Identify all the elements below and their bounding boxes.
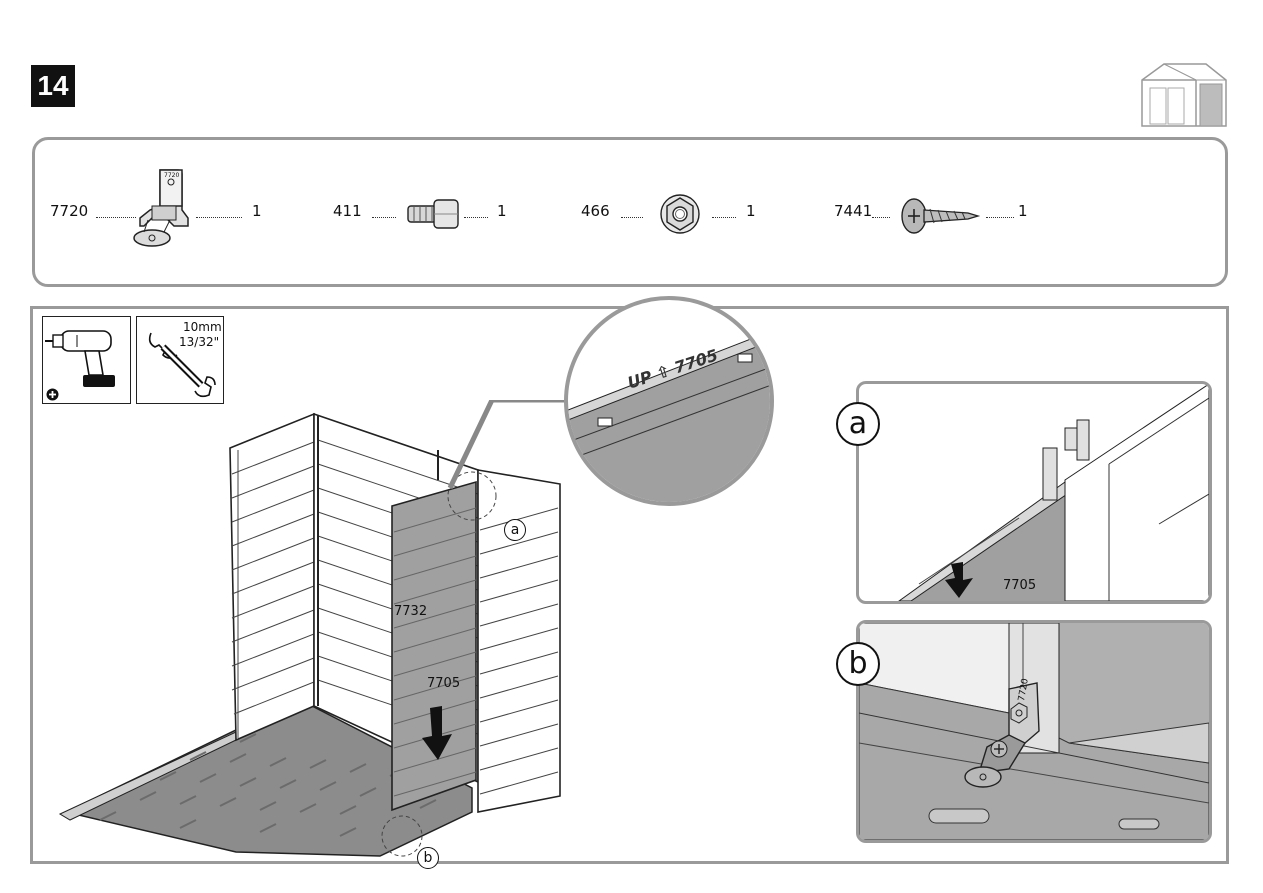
detail-b-marker: b <box>417 847 439 869</box>
callout-a-label: 7705 <box>1003 578 1037 593</box>
wrench-icon <box>148 332 216 398</box>
plus-bit-icon <box>46 388 59 401</box>
leader-dots <box>872 217 890 218</box>
leader-dots <box>464 217 488 218</box>
parts-list-panel <box>32 137 1228 287</box>
callout-a-panel <box>856 381 1212 604</box>
leader-dots <box>621 217 643 218</box>
leader-dots <box>372 217 396 218</box>
wrench-tool-box: 10mm 13/32" <box>136 316 224 404</box>
nut-icon <box>660 194 700 234</box>
leader-dots <box>96 217 136 218</box>
leader-dots <box>986 217 1014 218</box>
callout-b-letter: b <box>836 642 880 686</box>
part-code-7720: 7720 <box>50 202 89 220</box>
magnifier-detail <box>564 296 774 506</box>
wrench-size-in: 13/32" <box>179 335 220 349</box>
callout-b-panel: 7720 <box>856 620 1212 843</box>
part-code-411: 411 <box>333 202 362 220</box>
part-code-7441: 7441 <box>834 202 873 220</box>
callout-a-letter: a <box>836 402 880 446</box>
leader-dots <box>712 217 736 218</box>
step-number: 14 <box>31 65 75 107</box>
part-qty-466: 1 <box>746 202 756 220</box>
right-wall <box>477 469 561 813</box>
detail-a-marker: a <box>504 519 526 541</box>
bracket-icon: 7720 <box>133 169 189 247</box>
part-qty-7441: 1 <box>1018 202 1028 220</box>
shed-thumbnail-icon <box>1141 63 1227 127</box>
down-arrow-icon <box>422 706 452 760</box>
panel-7705-highlight <box>391 480 477 812</box>
panel-label-7705: 7705 <box>427 676 461 691</box>
drill-icon <box>45 330 115 387</box>
left-wall <box>229 412 315 742</box>
shed-assembly-illustration <box>58 400 578 857</box>
bolt-icon <box>407 199 459 229</box>
svg-text:7720: 7720 <box>1017 678 1031 703</box>
panel-label-7732: 7732 <box>394 604 428 619</box>
part-qty-411: 1 <box>497 202 507 220</box>
leader-dots <box>196 217 242 218</box>
svg-text:7720: 7720 <box>164 172 179 179</box>
part-qty-7720: 1 <box>252 202 262 220</box>
wrench-size-mm: 10mm <box>183 320 222 334</box>
screw-icon <box>901 198 981 234</box>
part-code-466: 466 <box>581 202 610 220</box>
drill-tool-box <box>42 316 131 404</box>
